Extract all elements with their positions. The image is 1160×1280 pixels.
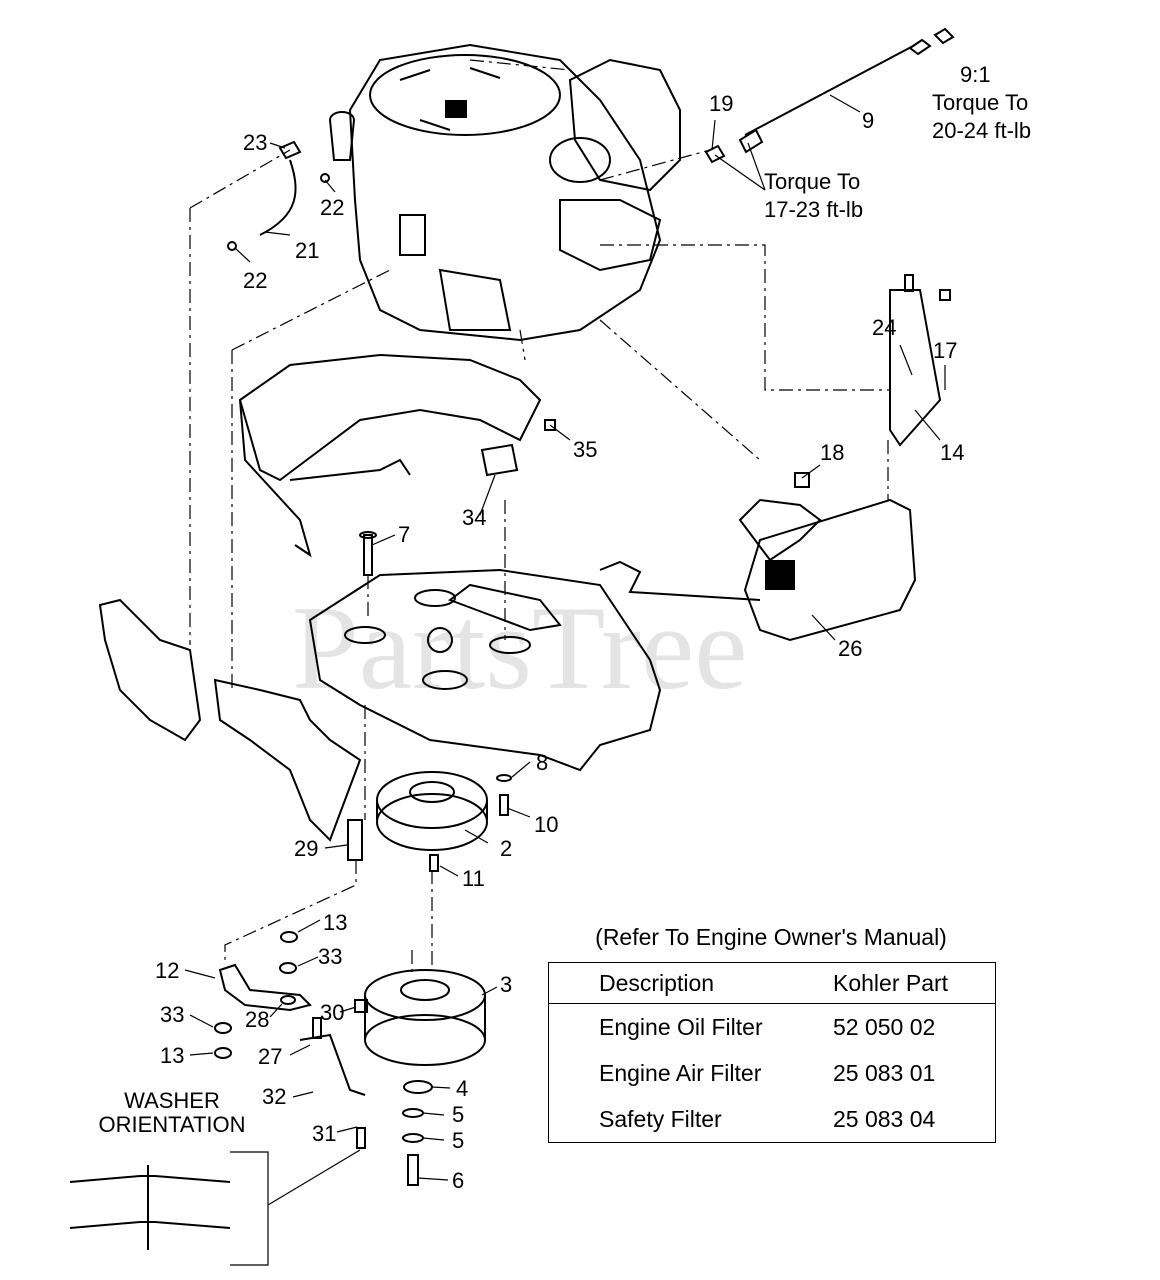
callout-24: 24 (872, 315, 896, 340)
callout-5b: 5 (452, 1128, 464, 1153)
callout-32: 32 (262, 1084, 286, 1109)
callout-31: 31 (312, 1121, 336, 1146)
header-kohler-part: Kohler Part (833, 969, 949, 996)
callout-13a: 13 (323, 910, 347, 935)
callout-17: 17 (933, 338, 957, 363)
torque-19-line1: Torque To (764, 169, 860, 194)
row-description: Safety Filter (599, 1105, 722, 1132)
table-row: Engine Air Filter 25 083 01 (549, 1050, 995, 1096)
table-header-row: Description Kohler Part (549, 963, 995, 1004)
clutch-bracket (214, 931, 312, 1059)
washer-orientation-line1: WASHER (124, 1088, 220, 1113)
guards (98, 598, 362, 842)
table-caption: (Refer To Engine Owner's Manual) (595, 924, 947, 950)
callout-33b: 33 (160, 1002, 184, 1027)
callouts: 2 3 4 5 5 6 7 8 9 10 11 12 13 13 14 17 1… (155, 91, 964, 1193)
callout-13b: 13 (160, 1043, 184, 1068)
engine-mount-plate (308, 568, 662, 772)
header-description: Description (599, 969, 715, 996)
assembly-lines (189, 59, 890, 975)
callout-35: 35 (573, 437, 597, 462)
leader-lines (184, 94, 946, 1181)
callout-27: 27 (258, 1044, 282, 1069)
callout-28: 28 (245, 1007, 269, 1032)
muffler (599, 498, 917, 642)
row-part-number: 52 050 02 (833, 1013, 936, 1040)
engine (328, 43, 681, 342)
callout-22b: 22 (243, 268, 267, 293)
fuel-hose (227, 140, 330, 251)
callout-18: 18 (820, 440, 844, 465)
callout-7: 7 (398, 522, 410, 547)
callout-4: 4 (456, 1076, 468, 1101)
callout-12: 12 (155, 958, 179, 983)
washer-orientation-line2: ORIENTATION (98, 1112, 245, 1137)
callout-9: 9 (862, 108, 874, 133)
kohler-parts-table: Description Kohler Part Engine Oil Filte… (548, 962, 996, 1143)
strap (480, 419, 556, 477)
oil-line-tube (704, 27, 955, 164)
torque-9-line3: 20-24 ft-lb (932, 118, 1031, 143)
muffler-bracket (794, 274, 951, 488)
callout-19: 19 (709, 91, 733, 116)
callout-3: 3 (500, 972, 512, 997)
callout-22a: 22 (320, 195, 344, 220)
callout-14: 14 (940, 440, 964, 465)
callout-10: 10 (534, 812, 558, 837)
callout-2: 2 (500, 836, 512, 861)
row-part-number: 25 083 04 (833, 1105, 936, 1132)
row-description: Engine Oil Filter (599, 1013, 763, 1040)
callout-30: 30 (320, 1000, 344, 1025)
callout-21: 21 (295, 238, 319, 263)
callout-26: 26 (838, 636, 862, 661)
pulley (347, 771, 512, 872)
torque-9-line2: Torque To (932, 90, 1028, 115)
washer-orientation-detail (69, 1149, 361, 1266)
table-row: Engine Oil Filter 52 050 02 (549, 1004, 995, 1050)
torque-19-line2: 17-23 ft-lb (764, 197, 863, 222)
callout-5a: 5 (452, 1102, 464, 1127)
watermark: PartsTree (292, 581, 748, 714)
torque-9-line1: 9:1 (960, 62, 991, 87)
row-description: Engine Air Filter (599, 1059, 762, 1086)
callout-23: 23 (243, 130, 267, 155)
callout-11: 11 (462, 866, 485, 891)
table-row: Safety Filter 25 083 04 (549, 1096, 995, 1142)
torque-notes: 9:1 Torque To 20-24 ft-lb Torque To 17-2… (98, 62, 1031, 1137)
bolt-7 (359, 531, 377, 576)
callout-33a: 33 (318, 944, 342, 969)
callout-6: 6 (452, 1168, 464, 1193)
callout-8: 8 (536, 750, 548, 775)
row-part-number: 25 083 01 (833, 1059, 936, 1086)
callout-29: 29 (294, 836, 318, 861)
shroud-bracket (238, 353, 542, 558)
callout-34: 34 (462, 505, 486, 530)
